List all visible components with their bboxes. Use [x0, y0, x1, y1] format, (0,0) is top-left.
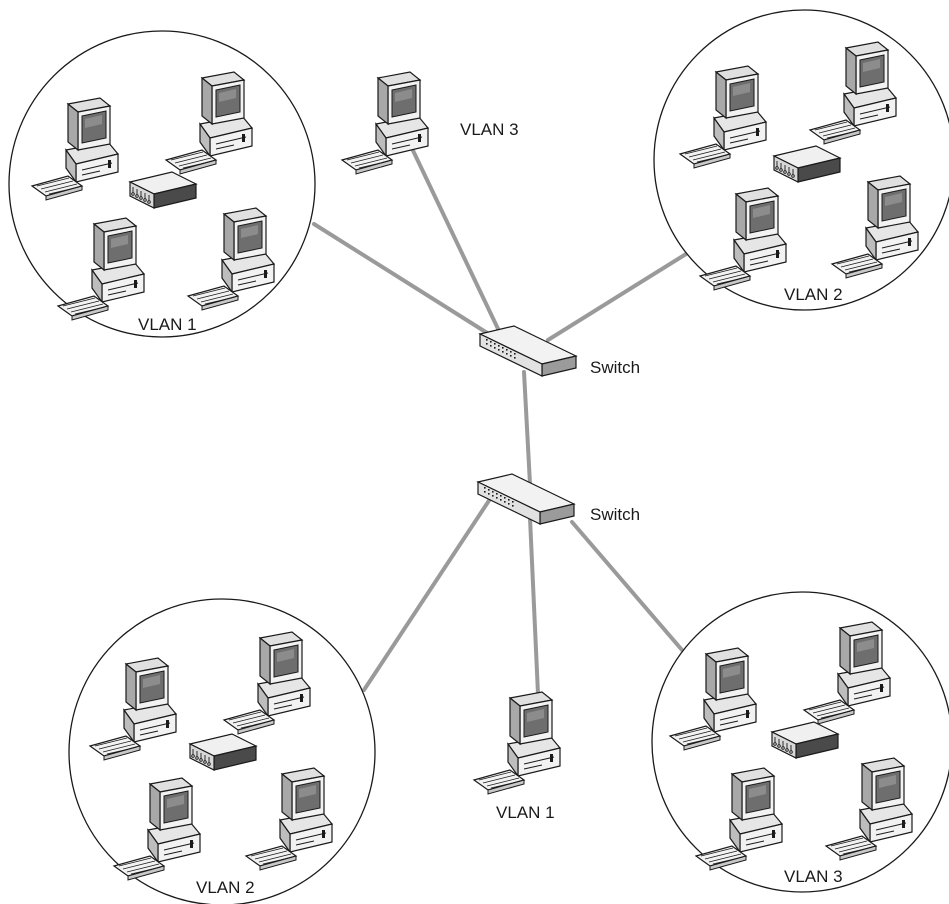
- link-switch-lower-to-vlan2-cluster: [362, 494, 494, 692]
- vlan-label: VLAN 2: [196, 878, 255, 897]
- switch-label: Switch: [590, 358, 640, 377]
- vlan-label: VLAN 3: [460, 120, 519, 139]
- network-links: [312, 138, 688, 696]
- link-switch-upper-to-vlan2-cluster: [546, 252, 688, 342]
- vlan-label: VLAN 1: [496, 803, 555, 822]
- link-switch-upper-to-vlan1-cluster: [312, 222, 494, 338]
- link-switch-lower-to-vlan3-cluster: [570, 520, 684, 652]
- vlan3-standalone-top: VLAN 3: [341, 71, 519, 175]
- vlan-label: VLAN 3: [784, 867, 843, 886]
- switch-upper: Switch: [479, 325, 640, 377]
- link-switch-upper-to-vlan3-pc: [406, 138, 502, 335]
- switch-label: Switch: [590, 505, 640, 524]
- vlan-label: VLAN 2: [784, 285, 843, 304]
- vlan1-cluster-top-left: VLAN 1: [8, 30, 316, 338]
- vlan1-standalone-bottom: VLAN 1: [473, 691, 561, 822]
- switch-lower: Switch: [477, 473, 640, 525]
- vlan-label: VLAN 1: [138, 315, 197, 334]
- vlan2-cluster-top-right: VLAN 2: [653, 9, 949, 311]
- vlan2-cluster-bottom-left: VLAN 2: [68, 598, 376, 904]
- switch-icon: [477, 473, 575, 525]
- link-switch-upper-to-switch-lower: [522, 370, 532, 486]
- vlan3-cluster-bottom-right: VLAN 3: [651, 591, 949, 893]
- computer-icon: [473, 691, 561, 795]
- link-switch-lower-to-vlan1-pc: [528, 516, 540, 696]
